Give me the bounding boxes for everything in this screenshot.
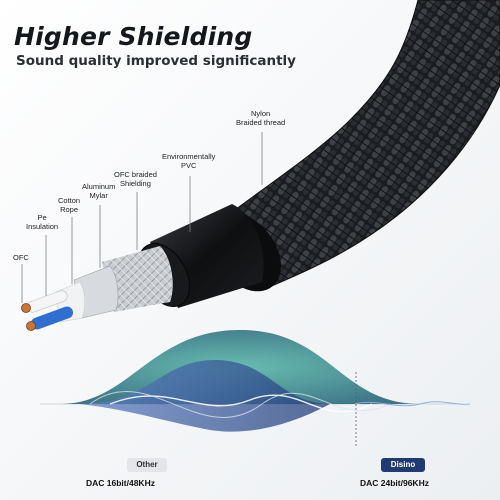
ofc-core-2 bbox=[26, 321, 36, 331]
badge-other: Other bbox=[127, 458, 167, 472]
leader-lines bbox=[21, 132, 263, 303]
ofc-braided-shield bbox=[102, 246, 173, 312]
badge-disino: Disino bbox=[381, 458, 425, 472]
sound-wave-comparison bbox=[40, 330, 471, 448]
subheadline: Sound quality improved significantly bbox=[16, 53, 296, 69]
label-pe-insulation: Pe Insulation bbox=[26, 213, 59, 231]
spec-other: DAC 16bit/48KHz bbox=[86, 478, 155, 488]
label-ofc-braided-shielding: OFC braided Shielding bbox=[114, 170, 157, 188]
ofc-core-1 bbox=[21, 303, 31, 313]
label-cotton-rope: Cotton Rope bbox=[58, 196, 81, 214]
label-aluminum-mylar: Aluminum Mylar bbox=[82, 182, 116, 200]
label-environmentally-pvc: Environmentally PVC bbox=[162, 152, 216, 170]
label-ofc: OFC bbox=[13, 253, 29, 262]
spec-disino: DAC 24bit/96KHz bbox=[360, 478, 429, 488]
label-nylon-braided-thread: Nylon Braided thread bbox=[236, 109, 286, 127]
pe-insulation-blue bbox=[30, 306, 74, 330]
headline: Higher Shielding bbox=[14, 22, 253, 51]
